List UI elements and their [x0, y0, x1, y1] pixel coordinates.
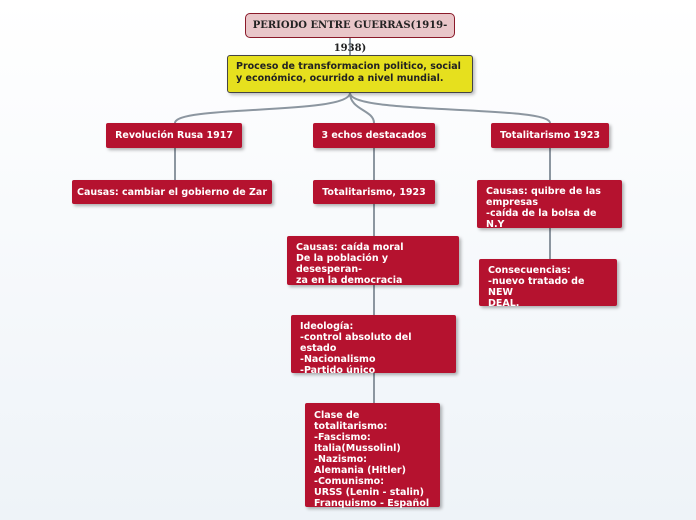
clase-totalitarismo-node[interactable]: Clase de totalitarismo: -Fascismo: Itali… [305, 403, 440, 509]
left-causas-node[interactable]: Causas: cambiar el gobierno de Zar [72, 180, 272, 204]
ideologia-node[interactable]: Ideología: -control absoluto del estado … [291, 315, 456, 376]
totalitarismo-1923-right-node[interactable]: Totalitarismo 1923 [491, 123, 609, 148]
middle-causas-node[interactable]: Causas: caída moral De la población y de… [287, 236, 459, 286]
link-main-right [349, 92, 551, 124]
right-causas-node[interactable]: Causas: quibre de las empresas -caída de… [477, 180, 622, 230]
revolucion-rusa-node[interactable]: Revolución Rusa 1917 [106, 123, 242, 148]
link-main-middle [349, 92, 375, 124]
totalitarismo-1923-middle-node[interactable]: Totalitarismo, 1923 [313, 180, 435, 204]
consecuencias-node[interactable]: Consecuencias: -nuevo tratado de NEW DEA… [479, 259, 617, 309]
root-topic[interactable]: PERIODO ENTRE GUERRAS(1919-1938) [245, 13, 455, 54]
link-main-left [174, 92, 351, 124]
main-topic[interactable]: Proceso de transformacion politico, soci… [227, 55, 473, 93]
tres-echos-node[interactable]: 3 echos destacados [313, 123, 435, 148]
